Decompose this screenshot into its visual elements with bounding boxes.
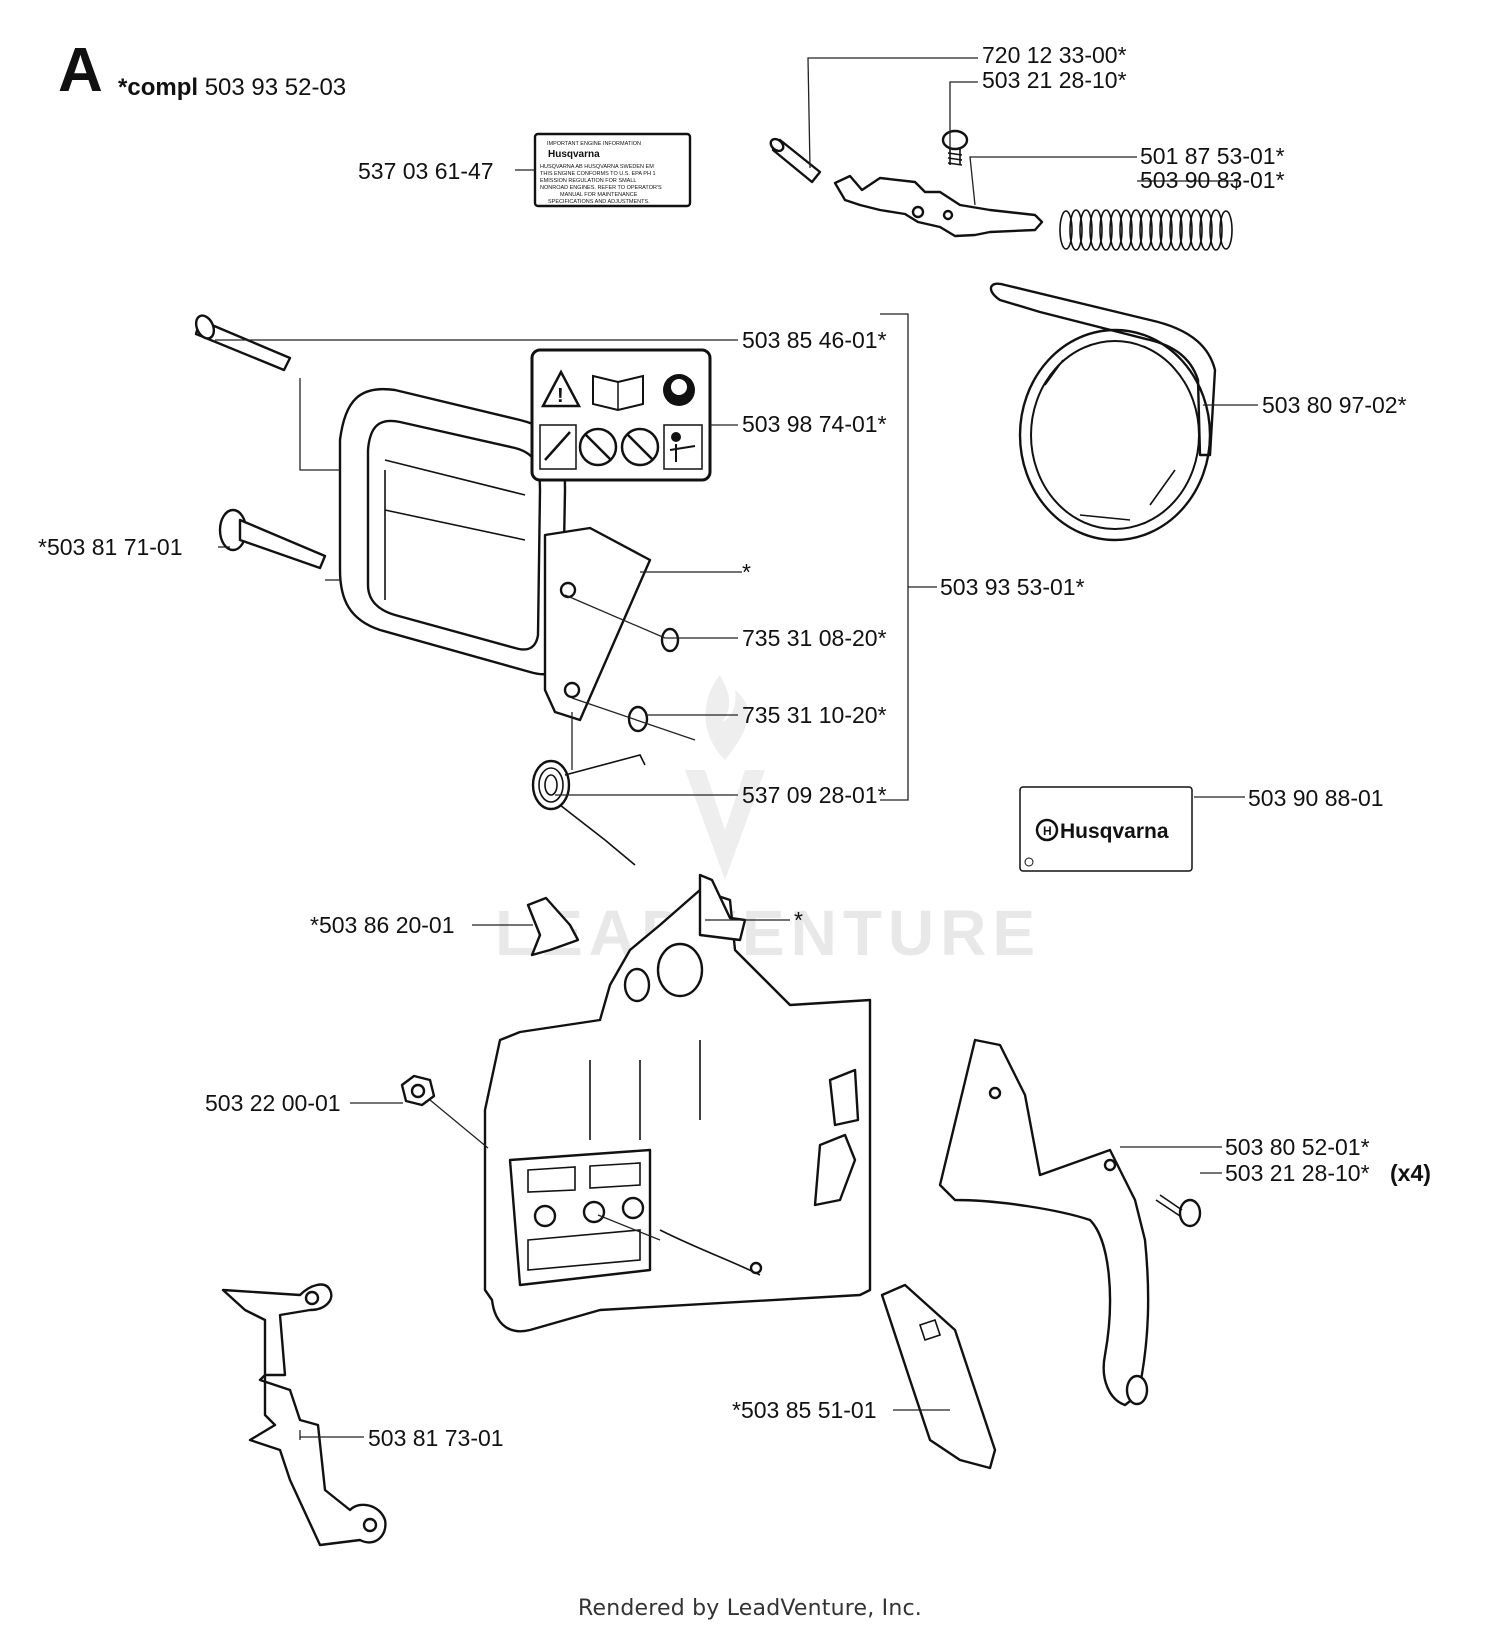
decal-brand: Husqvarna <box>548 149 600 160</box>
brake-lever-part <box>833 174 1044 238</box>
watermark-text: LEADVENTURE <box>495 897 1041 969</box>
part-label: 503 81 73-01 <box>368 1425 504 1451</box>
circlip-part-a <box>660 627 680 653</box>
chain-catcher-bar-part <box>221 1283 387 1547</box>
guard-pivot-part <box>218 508 327 570</box>
decal-line: EMISSION REGULATION FOR SMALL <box>540 178 636 184</box>
husqvarna-logo-icon <box>1035 818 1059 842</box>
decal-line: MANUAL FOR MAINTENANCE <box>560 192 638 198</box>
pin-part <box>769 137 822 184</box>
part-label: * <box>742 559 751 585</box>
svg-text:!: ! <box>557 385 564 407</box>
part-label: *503 81 71-01 <box>38 534 183 560</box>
compl-prefix: *compl <box>118 74 199 101</box>
part-label: 537 09 28-01* <box>742 782 887 808</box>
clutch-cover-part <box>483 873 872 1333</box>
clip-part <box>526 896 580 957</box>
part-label: 503 21 28-10* <box>982 67 1127 93</box>
compl-number: 503 93 52-03 <box>204 74 347 101</box>
spring-part <box>1059 209 1236 251</box>
decal-line: SPECIFICATIONS AND ADJUSTMENTS. <box>548 199 650 205</box>
part-label: 503 85 46-01* <box>742 327 887 353</box>
engine-info-decal: IMPORTANT ENGINE INFORMATION Husqvarna H… <box>533 132 692 208</box>
part-label: 503 21 28-10* <box>1225 1160 1370 1186</box>
warning-decal: ! <box>530 348 712 482</box>
quantity-label: (x4) <box>1390 1160 1431 1186</box>
part-label: 735 31 08-20* <box>742 625 887 651</box>
watermark-v-icon <box>685 770 765 880</box>
part-label: 503 80 97-02* <box>1262 392 1407 418</box>
screw-part-top <box>941 129 969 166</box>
part-label: 503 90 88-01 <box>1248 785 1384 811</box>
brake-band-part <box>989 282 1217 542</box>
brand-plate-decal: H Husqvarna <box>1019 786 1193 872</box>
watermark: LEADVENTURE <box>495 675 1041 969</box>
hand-guard-part <box>338 387 652 722</box>
part-label: 503 22 00-01 <box>205 1090 341 1116</box>
leader-lines <box>215 57 1258 1440</box>
part-labels: 720 12 33-00* 503 21 28-10* 537 03 61-47… <box>38 42 1431 1451</box>
chain-guide-plate-part <box>880 1283 997 1470</box>
bolt-part <box>194 314 292 372</box>
part-label: 735 31 10-20* <box>742 702 887 728</box>
decal-line: IMPORTANT ENGINE INFORMATION <box>547 141 641 147</box>
part-label: 503 93 53-01* <box>940 574 1085 600</box>
part-label: 503 90 83-01* <box>1140 167 1285 193</box>
part-label: 537 03 61-47 <box>358 158 494 184</box>
torsion-spring-part <box>531 754 646 866</box>
svg-text:H: H <box>1043 824 1052 838</box>
part-label: 503 80 52-01* <box>1225 1134 1370 1160</box>
part-label: *503 86 20-01 <box>310 912 455 938</box>
part-label: * <box>794 907 803 933</box>
circlip-part-b <box>627 705 649 733</box>
decal-line: HUSQVARNA AB HUSQVARNA SWEDEN EM <box>540 164 654 170</box>
section-letter: A <box>58 36 103 105</box>
two-hand-icon <box>663 424 703 470</box>
decal-line: THIS ENGINE CONFORMS TO U.S. EPA PH 1 <box>540 171 656 177</box>
warning-triangle-icon <box>540 369 582 408</box>
part-label: 503 98 74-01* <box>742 411 887 437</box>
part-label: 720 12 33-00* <box>982 42 1127 68</box>
assembly-number: *compl 503 93 52-03 <box>118 74 346 102</box>
screw-part-bottom <box>1155 1194 1202 1228</box>
nut-part <box>400 1074 436 1107</box>
footer-credit: Rendered by LeadVenture, Inc. <box>578 1596 922 1621</box>
decal-line: NONROAD ENGINES. REFER TO OPERATOR'S <box>540 185 662 191</box>
part-label: *503 85 51-01 <box>732 1397 877 1423</box>
watermark-flame-icon <box>705 675 749 760</box>
part-label: 501 87 53-01* <box>1140 143 1285 169</box>
chain-catcher-cover-part <box>938 1038 1150 1407</box>
brand-plate-text: Husqvarna <box>1060 820 1169 843</box>
